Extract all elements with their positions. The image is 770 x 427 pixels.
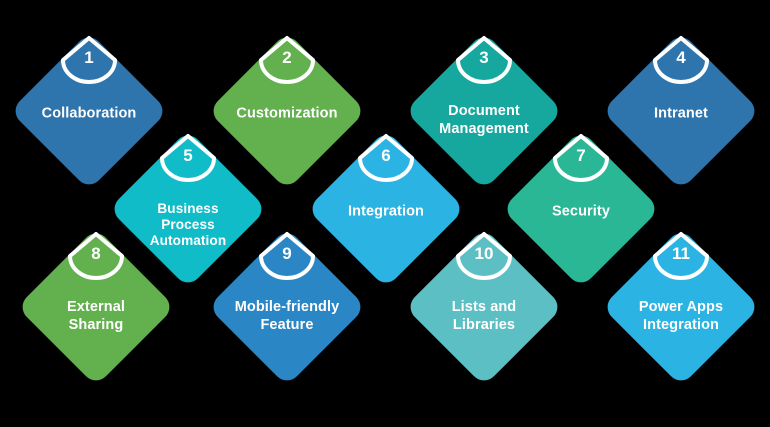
number-badge-7: 7 [550,134,612,182]
number-badge-3: 3 [453,36,515,84]
number-badge-1: 1 [58,36,120,84]
number-badge-9: 9 [256,232,318,280]
number-badge-10: 10 [453,232,515,280]
number-badge-4: 4 [650,36,712,84]
number-badge-5: 5 [157,134,219,182]
number-badge-6: 6 [355,134,417,182]
number-badge-2: 2 [256,36,318,84]
number-badge-11: 11 [650,232,712,280]
number-badge-8: 8 [65,232,127,280]
